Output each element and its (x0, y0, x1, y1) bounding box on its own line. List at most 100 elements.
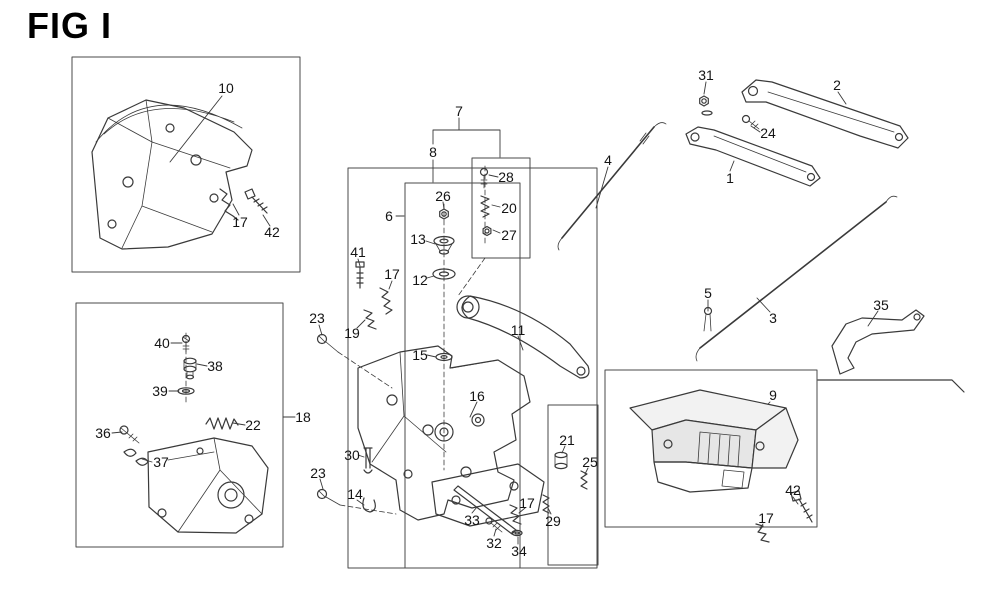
pin-30 (363, 447, 373, 474)
cup-washer-13-bore (439, 238, 449, 244)
lever-11-boss-bore (462, 301, 474, 313)
washer-12 (432, 268, 456, 280)
spring-22 (205, 417, 239, 430)
washer-34 (511, 529, 523, 537)
part-label-39: 39 (152, 383, 168, 399)
screw-36 (119, 425, 140, 444)
lever-11-end-hole (576, 366, 586, 376)
pin-5-loop (703, 306, 713, 316)
screw-36-head (119, 425, 129, 435)
rod-3-shaft (699, 201, 887, 349)
bracket-10-outline (91, 99, 253, 250)
leader-lines-center (318, 117, 589, 545)
nut-26 (439, 208, 449, 220)
bushing-38-mid (183, 365, 197, 373)
part-label-5: 5 (704, 285, 712, 301)
plate-16-hole (386, 394, 398, 406)
cover-assembly-9-drawing (629, 389, 813, 543)
plate-16-drawing (357, 345, 545, 527)
spring-17-lowerright (509, 504, 522, 525)
bolt-42-topleft (244, 188, 268, 214)
part-label-40: 40 (154, 335, 170, 351)
plate-16-outline (357, 345, 531, 521)
part-label-3: 3 (769, 310, 777, 326)
nut-31-bore (701, 98, 707, 104)
bolt-23-upper-axis (337, 351, 393, 389)
nut-27-bore (484, 228, 490, 234)
washer-15-bore (440, 355, 448, 360)
spring-20 (480, 195, 490, 218)
nut-31 (699, 95, 709, 107)
cup-washer-13-cone (435, 243, 453, 252)
bolt-41 (355, 261, 365, 289)
spring-17-topleft (219, 188, 239, 221)
base-plate-folds (167, 437, 263, 533)
part-label-23: 23 (309, 310, 325, 326)
bracket-35-outline (831, 309, 925, 375)
pivot-stack-drawing (432, 203, 456, 471)
part-label-27: 27 (501, 227, 517, 243)
bolt-23-lower-shaft (318, 490, 341, 506)
rod-33 (453, 485, 517, 535)
base-assembly-18-drawing (119, 332, 269, 534)
hardware-set-7-drawing (457, 165, 492, 297)
rod-4-shaft (561, 126, 655, 239)
part-label-19: 19 (344, 325, 360, 341)
part-label-17: 17 (384, 266, 400, 282)
part-label-30: 30 (344, 447, 360, 463)
plate-16-hole (460, 466, 472, 478)
screw-32-head (485, 517, 493, 525)
bolt-40-shaft (182, 336, 190, 353)
lever-11-boss (456, 295, 480, 319)
part-label-32: 32 (486, 535, 502, 551)
spring-29 (542, 494, 550, 514)
part-label-29: 29 (545, 513, 561, 529)
part-label-34: 34 (511, 543, 527, 559)
lower-plate-hole (451, 495, 461, 505)
part-label-9: 9 (769, 387, 777, 403)
part-label-28: 28 (498, 169, 514, 185)
bolt-24-shaft (748, 120, 760, 130)
rod-4 (557, 122, 667, 251)
bracket-assembly-10-drawing (91, 99, 268, 250)
bracket-35-rail (817, 379, 965, 393)
detail-boxes (71, 56, 818, 569)
bolt-23-lower-axis (339, 504, 397, 515)
washer-31 (701, 110, 713, 116)
part-label-22: 22 (245, 417, 261, 433)
detail-box-hardware-7 (471, 157, 531, 259)
bolt-23-upper-head (316, 333, 328, 345)
rod-3 (695, 195, 898, 362)
part-label-4: 4 (604, 152, 612, 168)
bolt-28-head (479, 167, 489, 177)
screw-32 (485, 517, 503, 533)
base-plate-hole (157, 508, 167, 518)
bracket-10-folds (107, 99, 231, 249)
part-label-14: 14 (347, 486, 363, 502)
bolt-40 (181, 334, 191, 353)
part-label-2: 2 (833, 77, 841, 93)
part-label-38: 38 (207, 358, 223, 374)
part-label-17: 17 (232, 214, 248, 230)
rod-3-hooks (695, 195, 898, 362)
plate-16-boss-bore (439, 427, 449, 437)
part-label-23: 23 (310, 465, 326, 481)
part-label-13: 13 (410, 231, 426, 247)
cover-9-boss (755, 441, 765, 451)
leader-lines-bottom-left (111, 342, 296, 463)
bushing-38-bottom (185, 374, 195, 380)
bushing-38 (183, 357, 197, 380)
centerline-hardware (457, 165, 486, 297)
part-label-26: 26 (435, 188, 451, 204)
bracket-10-hole (209, 193, 219, 203)
bolt-23-upper-shaft (318, 335, 339, 353)
base-plate-bore (217, 481, 245, 509)
bracket-10-flange (95, 104, 243, 143)
bolt-23-upper (316, 333, 393, 389)
levers-rods-drawing (557, 79, 965, 393)
detail-box-bracket-10 (71, 56, 301, 273)
washer-39-inner (181, 389, 191, 394)
part-label-37: 37 (153, 454, 169, 470)
bracket-10-hole (190, 154, 202, 166)
